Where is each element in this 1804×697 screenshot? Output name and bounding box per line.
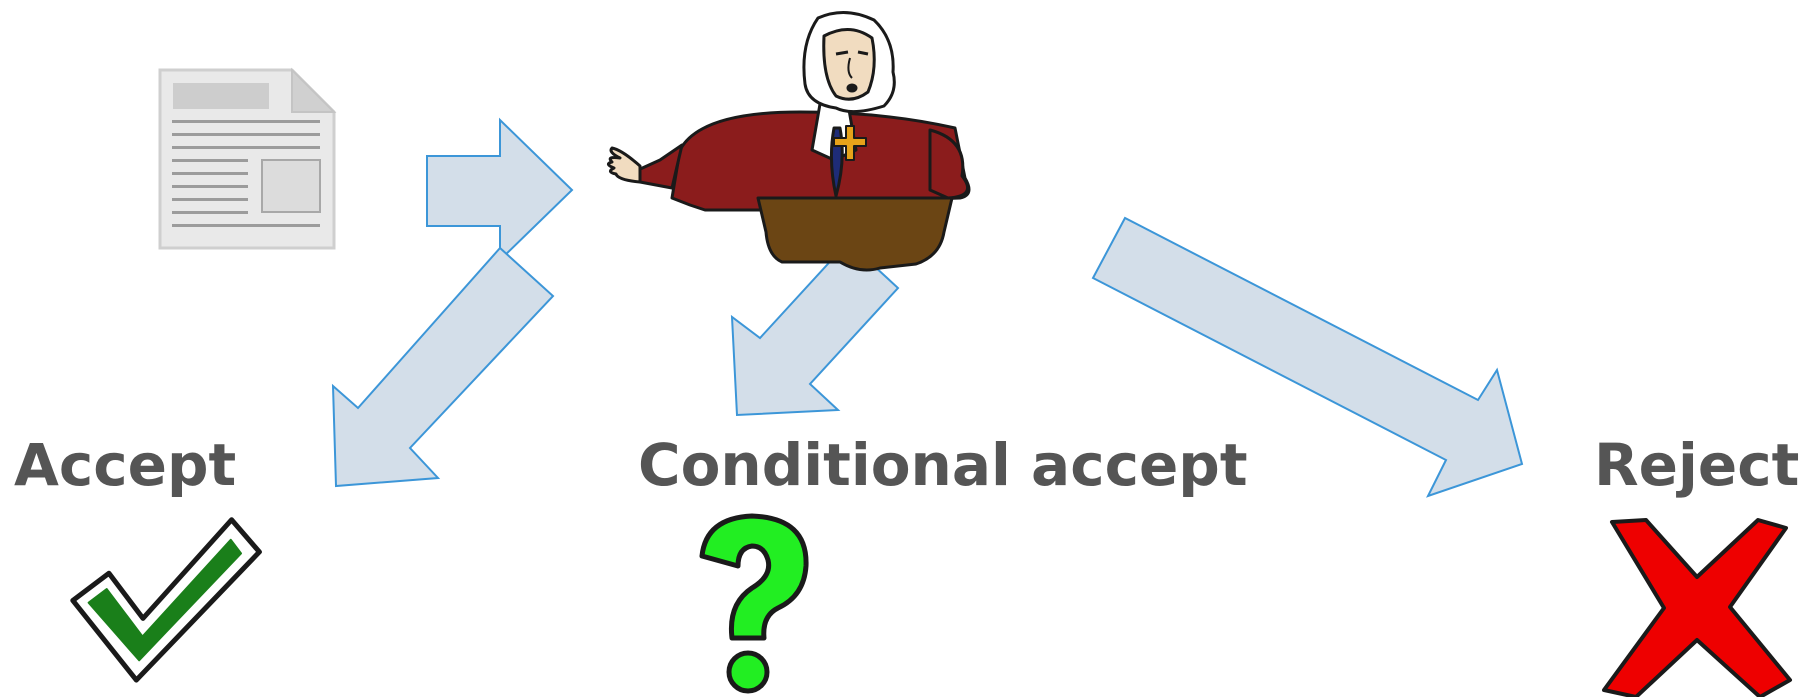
- outcome-label-reject: Reject: [1594, 436, 1799, 494]
- arrow-document-to-reviewer: [427, 120, 572, 260]
- outcome-label-conditional-accept: Conditional accept: [638, 436, 1248, 494]
- outcome-label-accept: Accept: [14, 436, 236, 494]
- question-mark-icon: [702, 516, 806, 691]
- document-icon: [160, 70, 334, 248]
- red-x-icon: [1604, 520, 1790, 697]
- check-mark-icon: [63, 499, 263, 694]
- judge-at-lectern-illustration: [608, 12, 969, 270]
- arrow-to-accept: [333, 248, 553, 486]
